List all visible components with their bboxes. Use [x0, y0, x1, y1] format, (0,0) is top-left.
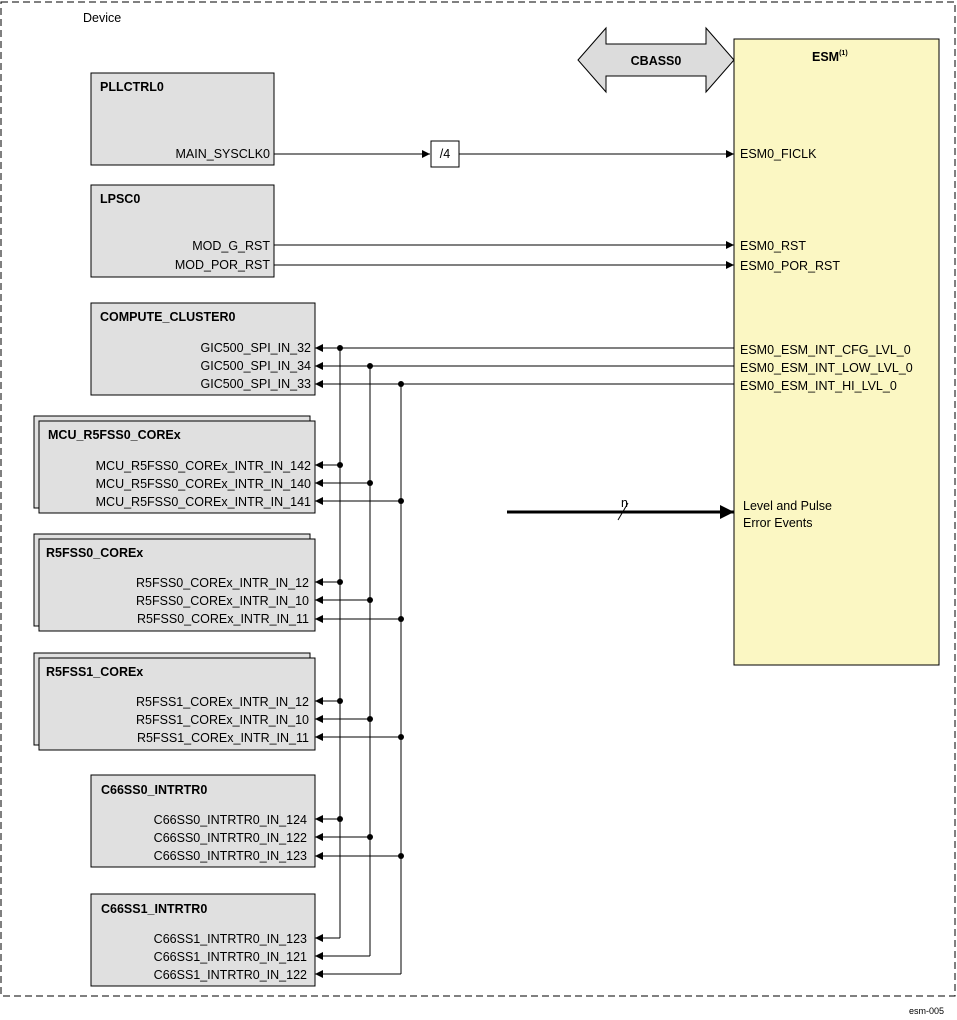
- c66ss1-intrtr0-signal: C66SS1_INTRTR0_IN_121: [154, 950, 307, 964]
- junction-dot: [337, 462, 343, 468]
- esm-block: [733, 38, 940, 666]
- r5fss1-corex-title: R5FSS1_COREx: [46, 665, 143, 679]
- r5fss1-corex-block: [38, 657, 316, 751]
- junction-dot: [398, 853, 404, 859]
- lpsc0-block: [90, 184, 275, 278]
- compute-cluster0-signal: GIC500_SPI_IN_32: [201, 341, 312, 355]
- c66ss0-intrtr0-signal: C66SS0_INTRTR0_IN_123: [154, 849, 307, 863]
- c66ss0-intrtr0-title: C66SS0_INTRTR0: [101, 783, 207, 797]
- c66ss1-intrtr0-signal: C66SS1_INTRTR0_IN_122: [154, 968, 307, 982]
- r5fss0-corex-signal: R5FSS0_COREx_INTR_IN_11: [137, 612, 309, 626]
- mcu-r5fss0-corex-title: MCU_R5FSS0_COREx: [48, 428, 181, 442]
- c66ss0-intrtr0-block: [90, 774, 316, 868]
- junction-dot: [337, 579, 343, 585]
- r5fss1-corex-signal: R5FSS1_COREx_INTR_IN_11: [137, 731, 309, 745]
- esm-port-low: ESM0_ESM_INT_LOW_LVL_0: [740, 361, 913, 375]
- device-boundary: [0, 1, 956, 997]
- esm-port-rst: ESM0_RST: [740, 239, 806, 253]
- lpsc0-title: LPSC0: [100, 192, 140, 206]
- esm-port-por-rst: ESM0_POR_RST: [740, 259, 840, 273]
- esm-title: ESM(1): [812, 50, 848, 64]
- junction-dot: [367, 597, 373, 603]
- mcu-r5fss0-corex-block: [38, 420, 316, 514]
- junction-dot: [337, 816, 343, 822]
- junction-dot: [398, 734, 404, 740]
- junction-dots: [337, 345, 404, 859]
- esm-events-label-1: Level and Pulse: [743, 499, 832, 513]
- junction-dot: [398, 498, 404, 504]
- c66ss1-intrtr0-title: C66SS1_INTRTR0: [101, 902, 207, 916]
- junction-dot: [398, 616, 404, 622]
- compute-cluster0-signal: GIC500_SPI_IN_34: [201, 359, 312, 373]
- esm-port-hi: ESM0_ESM_INT_HI_LVL_0: [740, 379, 897, 393]
- compute-cluster0-block: [90, 302, 316, 396]
- junction-dot: [398, 381, 404, 387]
- junction-dot: [367, 716, 373, 722]
- esm-port-cfg: ESM0_ESM_INT_CFG_LVL_0: [740, 343, 911, 357]
- c66ss1-intrtr0-signal: C66SS1_INTRTR0_IN_123: [154, 932, 307, 946]
- r5fss0-corex-signal: R5FSS0_COREx_INTR_IN_12: [136, 576, 309, 590]
- junction-dot: [337, 698, 343, 704]
- lpsc0-signal-g-rst: MOD_G_RST: [192, 239, 270, 253]
- lpsc0-signal-por-rst: MOD_POR_RST: [175, 258, 271, 272]
- compute-cluster0-title: COMPUTE_CLUSTER0: [100, 310, 235, 324]
- r5fss1-corex-signal: R5FSS1_COREx_INTR_IN_10: [136, 713, 309, 727]
- r5fss0-corex-title: R5FSS0_COREx: [46, 546, 143, 560]
- compute-cluster0-signal: GIC500_SPI_IN_33: [201, 377, 312, 391]
- pllctrl0-signal: MAIN_SYSCLK0: [176, 147, 271, 161]
- mcu-r5fss0-corex-signal: MCU_R5FSS0_COREx_INTR_IN_142: [96, 459, 311, 473]
- r5fss0-corex-block: [38, 538, 316, 632]
- junction-dot: [367, 363, 373, 369]
- junction-dot: [337, 345, 343, 351]
- divider-label: /4: [440, 147, 450, 161]
- bus-width-slash: [617, 502, 629, 521]
- figure-id: esm-005: [909, 1006, 944, 1016]
- c66ss0-intrtr0-signal: C66SS0_INTRTR0_IN_122: [154, 831, 307, 845]
- c66ss0-intrtr0-signal: C66SS0_INTRTR0_IN_124: [154, 813, 307, 827]
- pllctrl0-block: [90, 72, 275, 166]
- junction-dot: [367, 834, 373, 840]
- mcu-r5fss0-corex-signal: MCU_R5FSS0_COREx_INTR_IN_140: [96, 477, 311, 491]
- bus-width-label: n: [621, 496, 628, 510]
- device-label: Device: [83, 11, 121, 25]
- r5fss1-corex-signal: R5FSS1_COREx_INTR_IN_12: [136, 695, 309, 709]
- esm-events-label-2: Error Events: [743, 516, 812, 530]
- bus-label: CBASS0: [631, 54, 682, 68]
- r5fss0-corex-signal: R5FSS0_COREx_INTR_IN_10: [136, 594, 309, 608]
- c66ss1-intrtr0-block: [90, 893, 316, 987]
- clock-divider: [430, 140, 460, 168]
- esm-port-ficlk: ESM0_FICLK: [740, 147, 817, 161]
- pllctrl0-title: PLLCTRL0: [100, 80, 164, 94]
- junction-dot: [367, 480, 373, 486]
- mcu-r5fss0-corex-signal: MCU_R5FSS0_COREx_INTR_IN_141: [96, 495, 311, 509]
